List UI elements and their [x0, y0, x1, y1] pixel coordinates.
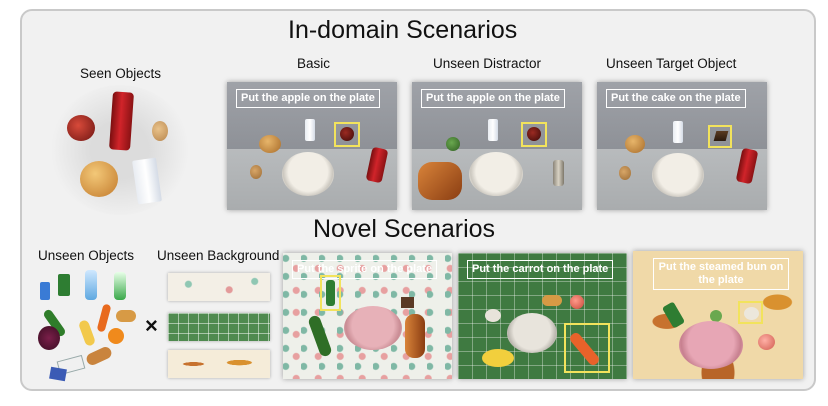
- peach-object: [758, 334, 775, 350]
- basic-scene-photo: Put the apple on the plate: [227, 82, 397, 210]
- unseen-target-label: Unseen Target Object: [606, 56, 737, 71]
- carrot-scene-photo: Put the carrot on the plate: [458, 253, 627, 379]
- unseen-objects-label: Unseen Objects: [38, 248, 135, 263]
- milk-carton-object: [305, 119, 315, 141]
- unseen-objects-image: [30, 268, 142, 384]
- can-object: [40, 282, 50, 300]
- instruction-distractor: Put the apple on the plate: [421, 89, 565, 108]
- seen-objects-image: [50, 85, 190, 215]
- novel-title: Novel Scenarios: [313, 215, 496, 243]
- bread-loaf-object: [418, 162, 462, 200]
- times-symbol: ×: [145, 313, 158, 338]
- milk-carton-object: [132, 157, 162, 205]
- plate-object: [652, 153, 704, 197]
- coke-can-object: [109, 91, 134, 151]
- target-highlight-box: [334, 122, 360, 147]
- bread-loaf-object: [405, 314, 425, 358]
- in-domain-title: In-domain Scenarios: [288, 16, 518, 44]
- plate-object: [507, 313, 557, 353]
- bottle-object: [85, 270, 97, 300]
- bread-object: [80, 161, 118, 197]
- target-highlight-box: [708, 125, 732, 148]
- croissant-object: [542, 295, 562, 306]
- unseen-background-label: Unseen Background: [157, 248, 280, 263]
- target-highlight-box: [521, 122, 547, 147]
- food-print-background-sample: [168, 350, 270, 378]
- floral-background-sample: [168, 273, 270, 301]
- instruction-carrot: Put the carrot on the plate: [467, 260, 614, 279]
- apple-object: [67, 115, 95, 141]
- can-object: [58, 274, 70, 296]
- can-object: [661, 301, 686, 329]
- bread-object: [259, 135, 281, 153]
- orange-object: [108, 328, 124, 344]
- sprite-scene-photo: Put the sprite on the plate: [283, 253, 452, 379]
- target-highlight-box: [320, 275, 341, 311]
- pink-plate-object: [344, 306, 402, 350]
- bottle-object: [114, 272, 126, 300]
- bun-scene-photo: Put the steamed bun on the plate: [633, 251, 803, 379]
- lime-object: [710, 310, 722, 322]
- peach-object: [570, 295, 584, 309]
- instruction-target: Put the cake on the plate: [606, 89, 746, 108]
- grid-background-sample: [168, 313, 270, 341]
- unseen-distractor-label: Unseen Distractor: [433, 56, 542, 71]
- basic-label: Basic: [297, 56, 331, 71]
- instruction-basic: Put the apple on the plate: [236, 89, 380, 108]
- can-object: [553, 160, 564, 186]
- target-scene-photo: Put the cake on the plate: [597, 82, 767, 210]
- distractor-scene-photo: Put the apple on the plate: [412, 82, 582, 210]
- bread-object: [84, 345, 114, 367]
- sprite-bottle-object: [326, 280, 335, 306]
- plate-object: [282, 152, 334, 196]
- apple-object: [340, 127, 354, 141]
- steamed-bun-object: [744, 307, 759, 320]
- milk-carton-object: [488, 119, 498, 141]
- corn-object: [77, 319, 97, 347]
- cucumber-object: [307, 314, 333, 358]
- target-highlight-box: [564, 323, 610, 373]
- lime-object: [446, 137, 460, 151]
- grapes-object: [38, 326, 60, 350]
- carrot-object: [96, 303, 112, 333]
- house-object: [401, 297, 414, 308]
- egg-object: [250, 165, 262, 179]
- seen-objects-label: Seen Objects: [80, 66, 162, 81]
- target-highlight-box: [738, 301, 763, 324]
- pink-plate-object: [679, 321, 743, 369]
- instruction-sprite: Put the sprite on the plate: [292, 260, 438, 279]
- plate-object: [469, 152, 523, 196]
- bun-object: [485, 309, 501, 322]
- banana-object: [482, 349, 514, 367]
- instruction-bun: Put the steamed bun on the plate: [653, 258, 789, 290]
- box-object: [49, 366, 67, 382]
- apple-object: [527, 127, 541, 141]
- egg-object: [152, 121, 168, 141]
- bread-object: [625, 135, 645, 153]
- egg-object: [619, 166, 631, 180]
- milk-carton-object: [673, 121, 683, 143]
- croissant-object: [116, 310, 136, 322]
